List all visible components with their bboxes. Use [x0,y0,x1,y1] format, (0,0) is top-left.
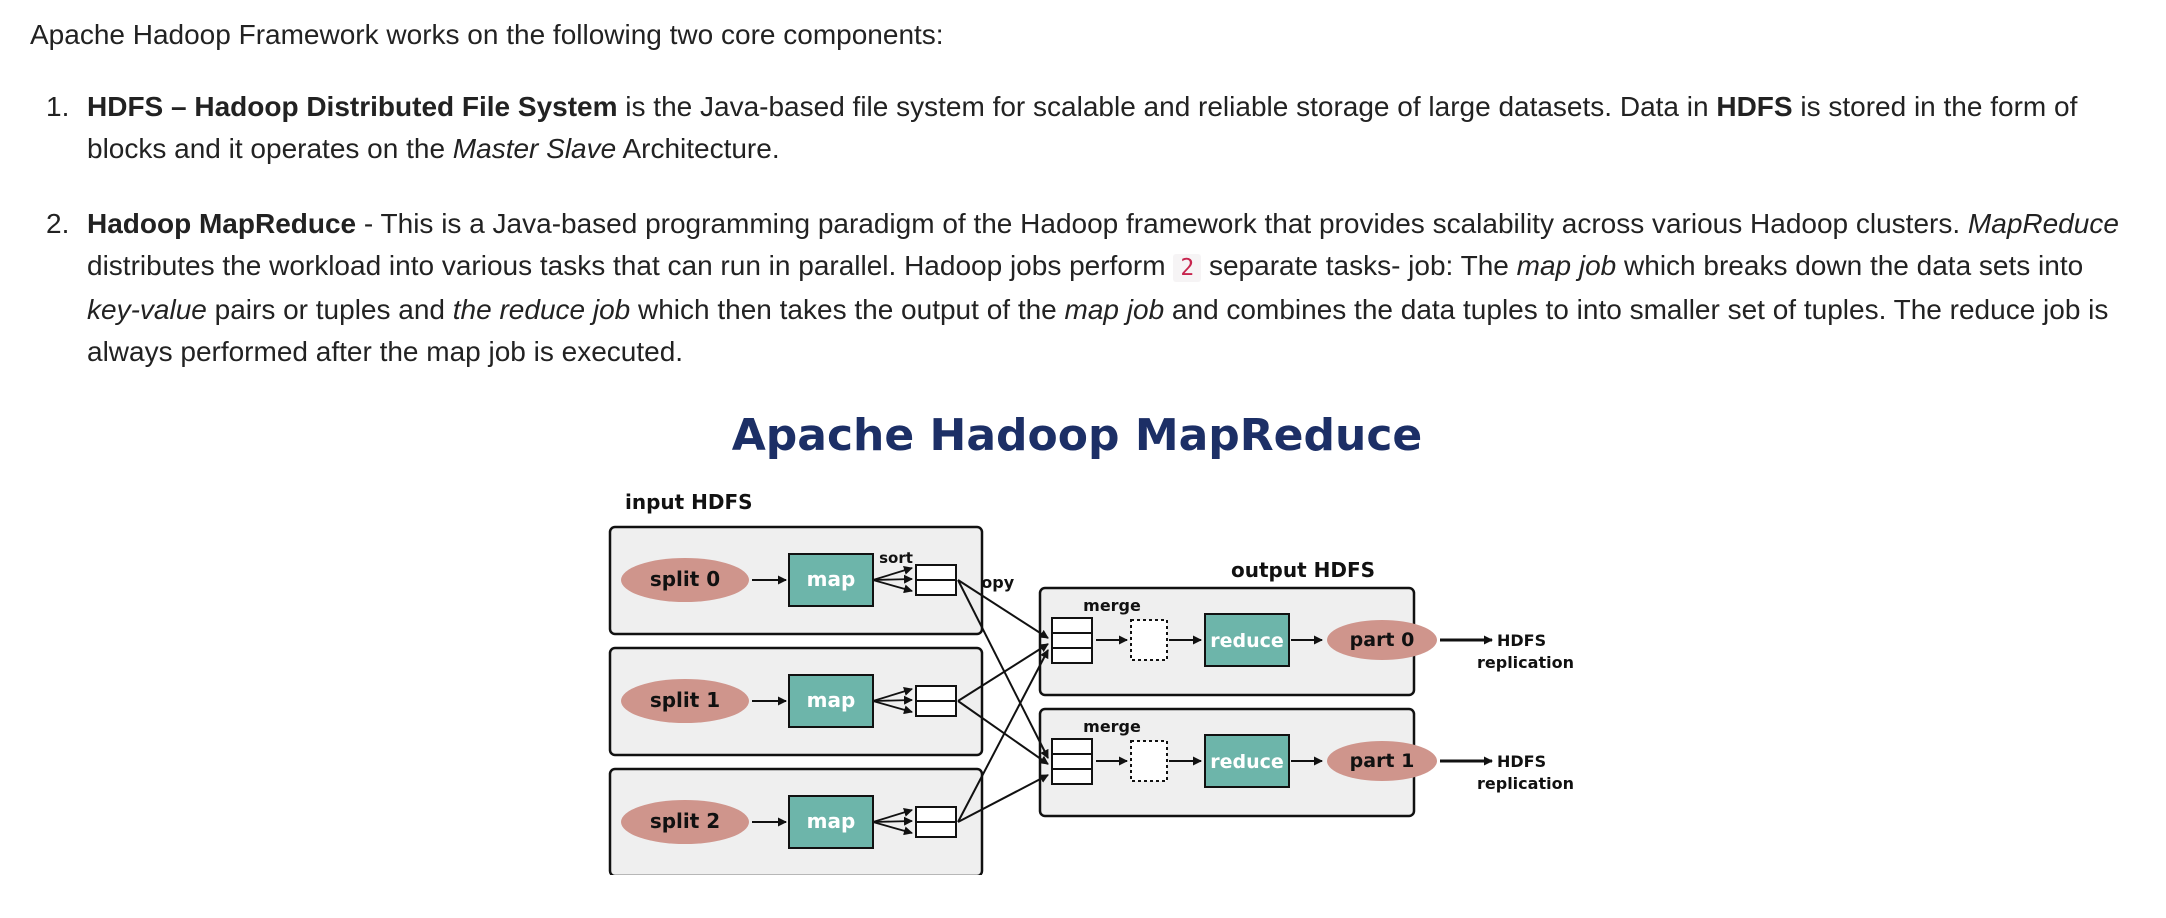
map-to-buffer-arrow [872,579,913,594]
reduce-label: reduce [1210,630,1284,652]
input-row-2: split 2 map [608,767,984,875]
italic-text: Master Slave [452,133,617,164]
sort-label: sort [879,549,913,567]
merge-label: merge [1083,717,1141,736]
map-to-buffer-arrow [872,700,913,715]
inline-code: 2 [1173,254,1202,282]
output-row-0: merge reduce part 0 HDFS replication [1038,586,1574,697]
map-to-buffer-arrow [872,808,913,823]
bold-text: HDFS – Hadoop Distributed File System [87,91,618,122]
list-item-text: HDFS – Hadoop Distributed File System is… [87,91,2077,164]
text-segment: - This is a Java-based programming parad… [356,208,1968,239]
map-box [788,795,874,849]
list-number: 2. [46,208,70,239]
map-to-buffer-arrow [872,695,913,705]
text-segment: and combines the data tuples to into sma… [87,294,2109,367]
copy-arrow [957,649,1049,823]
list-item-text: Hadoop MapReduce - This is a Java-based … [87,208,2119,367]
copy-arrow [957,643,1049,702]
components-list: 1. HDFS – Hadoop Distributed File System… [30,86,2140,406]
list-item-hdfs: 1. HDFS – Hadoop Distributed File System… [30,86,2140,170]
list-item-mapreduce: 2. Hadoop MapReduce - This is a Java-bas… [30,203,2140,373]
text-segment: separate tasks- job: The [1201,250,1517,281]
replication-label: HDFS [1497,752,1546,771]
part-label: part 0 [1350,629,1415,651]
part-ellipse [1327,620,1437,660]
text-segment: Architecture. [616,133,780,164]
map-to-buffer-arrow [872,821,913,836]
output-row-1: merge reduce part 1 HDFS replication [1038,707,1574,818]
bold-text: Hadoop MapReduce [87,208,357,239]
split-label: split 0 [650,567,720,591]
copy-arrow [957,579,1049,759]
input-row-0: split 0 map sort [608,525,984,636]
text-segment: is the Java-based file system for scalab… [617,91,1717,122]
italic-text: map job [1064,294,1165,325]
split-ellipse [621,558,749,602]
split-label: split 1 [650,688,720,712]
bold-text: HDFS [1716,91,1793,122]
intro-paragraph: Apache Hadoop Framework works on the fol… [30,19,944,50]
copy-arrow [957,774,1049,823]
italic-text: map job [1516,250,1617,281]
map-to-buffer-arrow [872,574,913,584]
replication-label: replication [1477,774,1574,793]
list-number: 1. [46,91,70,122]
input-row-1: split 1 map [608,646,984,757]
split-ellipse [621,679,749,723]
input-hdfs-label: input HDFS [625,490,753,514]
italic-text: key-value [87,294,207,325]
merged-buffer [1130,619,1168,661]
diagram-title: Apache Hadoop MapReduce [732,415,1423,461]
split-ellipse [621,800,749,844]
text-segment: pairs or tuples and [206,294,453,325]
copy-arrow [957,700,1049,765]
text-segment: which then takes the output of the [630,294,1065,325]
reduce-box [1204,613,1290,667]
copy-arrow [957,579,1049,639]
italic-text: MapReduce [1967,208,2119,239]
reduce-label: reduce [1210,751,1284,773]
map-box [788,674,874,728]
text-segment: is stored in the form of blocks and it o… [87,91,2078,164]
part-label: part 1 [1350,750,1415,772]
replication-label: HDFS [1497,631,1546,650]
mapreduce-diagram: Apache Hadoop MapReduce input HDFS outpu… [608,415,1574,875]
map-label: map [807,688,856,712]
map-to-buffer-arrow [872,687,913,702]
copy-arrows [957,579,1049,823]
merge-label: merge [1083,596,1141,615]
italic-text: the reduce job [452,294,631,325]
merged-buffer [1130,740,1168,782]
merge-buffer [1051,617,1093,664]
reduce-box [1204,734,1290,788]
split-label: split 2 [650,809,720,833]
output-hdfs-label: output HDFS [1231,558,1375,582]
text-segment: which breaks down the data sets into [1616,250,2084,281]
map-label: map [807,809,856,833]
map-label: map [807,567,856,591]
map-to-buffer-arrow [872,816,913,826]
text-segment: distributes the workload into various ta… [87,250,1174,281]
merge-buffer [1051,738,1093,785]
part-ellipse [1327,741,1437,781]
map-to-buffer-arrow [872,566,913,581]
replication-label: replication [1477,653,1574,672]
